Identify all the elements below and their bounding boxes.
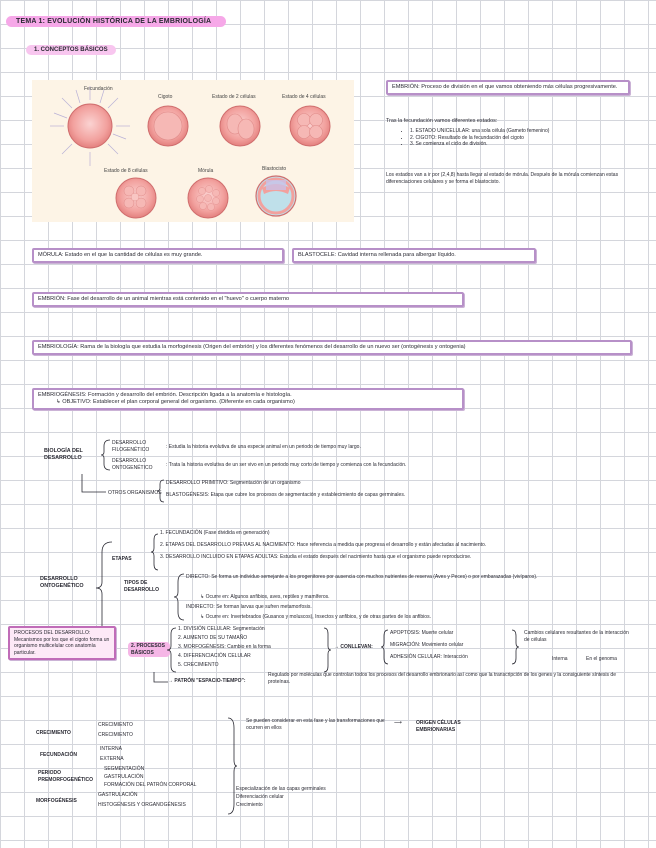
cambios-celulares: Cambios celulares resultantes de la inte… (524, 630, 629, 643)
bottom-label-4: MORFOGÉNESIS (36, 798, 77, 804)
otros-item-1: DESARROLLO PRIMITIVO: Segmentación de un… (166, 480, 301, 486)
procesos-basicos-label: 2. PROCESOS BÁSICOS (128, 642, 170, 657)
bottom-right-item-3: Crecimiento (236, 802, 263, 808)
bottom-item-4-2: HISTOGÉNESIS Y ORGANOGÉNESIS (98, 802, 186, 808)
embryo-stages-illustration: Fecundación Cigoto Estado de 2 células E… (50, 86, 331, 219)
caption-blastocisto: Blastocisto (262, 166, 286, 172)
brace-tipos (173, 573, 185, 621)
directo-sub: ↳ Ocurre en: Algunos anfibios, aves, rep… (200, 594, 330, 600)
bottom-label-1: CRECIMIENTO (36, 730, 71, 736)
conllevan-label: → CONLLEVAN: (334, 644, 373, 650)
embriogenesis-objective: ↳ OBJETIVO: Establecer el plan corporal … (56, 398, 295, 405)
caption-4-cells: Estado de 4 células (282, 94, 326, 100)
zygote-cell (147, 105, 189, 147)
caption-8-cells: Estado de 8 células (104, 168, 148, 174)
indirecto-sub: ↳ Ocurre en: Invertebrados (Gusanos y mo… (200, 614, 431, 620)
origen-celulas: ORIGEN CÉLULAS EMBRIONARIAS (416, 720, 461, 733)
list-item: 3. Se comienza el ciclo de división. (410, 141, 650, 148)
ontogenetico-root-label: DESARROLLO ONTOGENÉTICO (40, 576, 84, 590)
brace-biologia (100, 439, 111, 471)
etapa-3: 3. DESARROLLO INCLUIDO EN ETAPAS ADULTAS… (160, 554, 472, 560)
brace-procesos-close (323, 627, 332, 673)
embryo-stages-figure: Fecundación Cigoto Estado de 2 células E… (32, 80, 354, 222)
eight-cell-stage (115, 177, 157, 219)
bottom-item-1-2: CRECIMIENTO (98, 732, 133, 738)
section-subtitle: 1. CONCEPTOS BÁSICOS (26, 45, 116, 55)
ontogenetico-text: : Trata la historia evolutiva de un ser … (166, 462, 407, 468)
fecundation-cell (50, 86, 130, 166)
brace-conllevan (380, 629, 389, 665)
brace-ontogenetico (95, 541, 113, 639)
embriogenesis-definition: EMBRIOGÉNESIS: Formación y desarrollo de… (38, 392, 292, 398)
fecundation-stages-list: 1. ESTADO UNICELULAR: una sola célula (G… (396, 128, 650, 148)
tipos-label: TIPOS DE DESARROLLO (124, 580, 159, 593)
bottom-item-3-1: SEGMENTACIÓN (104, 766, 145, 772)
list-item: 1. ESTADO UNICELULAR: una sola célula (G… (410, 128, 650, 135)
embriologia-box: EMBRIOLOGÍA: Rama de la biología que est… (32, 340, 632, 355)
bottom-right-text: Se pueden considerar en esta fase y las … (246, 718, 385, 731)
bottom-item-1-1: CRECIMIENTO (98, 722, 133, 728)
bottom-label-3: PERIODO PREMORFOGENÉTICO (38, 770, 94, 783)
proceso-2: 2. AUMENTO DE SU TAMAÑO (178, 635, 248, 641)
fecundation-intro: Tras la fecundación vamos diferentes est… (386, 118, 498, 124)
arrow-otros (81, 474, 106, 493)
embrion-definition-box: EMBRIÓN: Fase del desarrollo de un anima… (32, 292, 464, 307)
patron-text: Regulado por moléculas que controlan tod… (268, 672, 616, 685)
proceso-5: 5. CRECIMIENTO (178, 662, 219, 668)
bottom-item-3-3: FORMACIÓN DEL PATRÓN CORPORAL (104, 782, 197, 788)
indirecto-text: INDIRECTO: Se forman larvas que sufren m… (186, 604, 312, 610)
etapas-label: ETAPAS (112, 556, 132, 562)
cambios-interna: Interna (552, 656, 568, 662)
embrion-process-box: EMBRIÓN: Proceso de división en el que v… (386, 80, 630, 95)
page-title: TEMA 1: EVOLUCIÓN HISTÓRICA DE LA EMBRIO… (6, 16, 226, 27)
filogenetico-text: : Estudia la historia evolutiva de una e… (166, 444, 361, 450)
etapa-1: 1. FECUNDACIÓN (Fase dividida en generac… (160, 530, 270, 536)
etapa-2: 2. ETAPAS DEL DESARROLLO PREVIAS AL NACI… (160, 542, 487, 548)
brace-procesos (166, 627, 177, 673)
proceso-1: 1. DIVISIÓN CELULAR: Segmentación (178, 626, 265, 632)
biologia-label: BIOLOGÍA DEL DESARROLLO (44, 448, 83, 462)
list-item: 2. CIGOTO: Resultado de la fecundación d… (410, 135, 650, 142)
bottom-arrow: ⟶ (394, 720, 402, 726)
caption-fecundacion: Fecundación (84, 86, 113, 92)
brace-conllevan-close (511, 629, 520, 665)
brace-bottom (227, 717, 238, 815)
two-cell-stage (219, 105, 261, 147)
bottom-item-4-1: GASTRULACIÓN (98, 792, 138, 798)
caption-2-cells: Estado de 2 células (212, 94, 256, 100)
blastocyst-cell (255, 175, 297, 217)
bottom-item-2-2: EXTERNA (100, 756, 124, 762)
four-cell-stage (289, 105, 331, 147)
conllevan-item-1: APOPTOSIS: Muerte celular (390, 630, 454, 636)
proceso-4: 4. DIFERENCIACIÓN CELULAR (178, 653, 251, 659)
caption-cigoto: Cigoto (158, 94, 173, 100)
morula-box: MÓRULA: Estado en el que la cantidad de … (32, 248, 284, 263)
cambios-genoma: En el genoma (586, 656, 617, 662)
conllevan-item-2: MIGRACIÓN: Movimiento celular (390, 642, 464, 648)
bottom-right-item-2: Diferenciación celular (236, 794, 284, 800)
embriogenesis-box: EMBRIOGÉNESIS: Formación y desarrollo de… (32, 388, 464, 410)
otros-organismos-label: OTROS ORGANISMOS (108, 490, 162, 496)
arrow-patron (153, 672, 168, 683)
otros-item-2: BLASTOGÉNESIS: Etapa que cubre los proce… (166, 492, 406, 498)
proceso-3: 3. MORFOGÉNESIS: Cambio en la forma (178, 644, 271, 650)
caption-morula: Mórula (198, 168, 214, 174)
bottom-right-item-1: Especialización de las capas germinales (236, 786, 326, 792)
bottom-item-2-1: INTERNA (100, 746, 122, 752)
patron-label: → PATRÓN "ESPACIO-TIEMPO": (168, 678, 246, 684)
conllevan-item-3: ADHESIÓN CELULAR: Interacción (390, 654, 468, 660)
filogenetico-label: DESARROLLO FILOGENÉTICO (112, 440, 150, 453)
brace-otros (156, 479, 165, 503)
ontogenetico-label: DESARROLLO ONTOGENÉTICO (112, 458, 153, 471)
brace-etapas (150, 533, 159, 571)
morula-cell (187, 177, 229, 219)
bottom-label-2: FECUNDACIÓN (40, 752, 77, 758)
bottom-item-3-2: GASTRULACIÓN (104, 774, 144, 780)
stages-note: Los estados van a ir por (2,4,8) hasta l… (386, 172, 619, 185)
directo-text: DIRECTO: Se forma un individuo semejante… (186, 574, 538, 580)
procesos-note-box: PROCESOS DEL DESARROLLO: Mecanismos por … (8, 626, 116, 660)
blastocele-box: BLASTOCELE: Cavidad interna rellenada pa… (292, 248, 536, 263)
